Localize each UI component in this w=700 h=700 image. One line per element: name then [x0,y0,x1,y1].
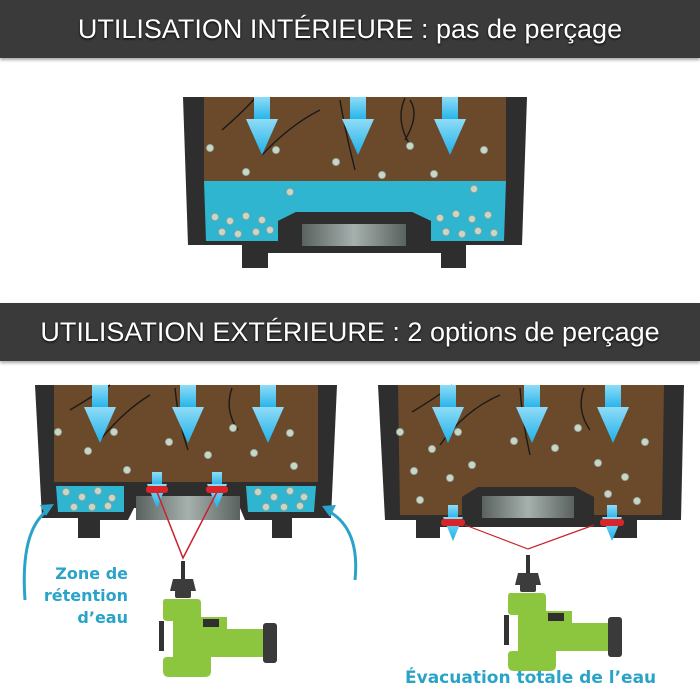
caption-line: rétention [43,586,128,605]
indoor-section-title: UTILISATION INTÉRIEURE : pas de perçage [0,0,700,58]
indoor-pot-illustration [183,97,527,268]
caption-line: Zone de [55,564,128,583]
water-retention-caption: Zone de rétention d’eau [20,563,128,629]
outdoor-section-title: UTILISATION EXTÉRIEURE : 2 options de pe… [0,303,700,361]
outdoor-left-pot-illustration [22,384,358,677]
total-drainage-caption: Évacuation totale de l’eau [405,668,657,688]
caption-line: d’eau [77,608,128,627]
outdoor-right-pot-illustration [378,384,684,671]
